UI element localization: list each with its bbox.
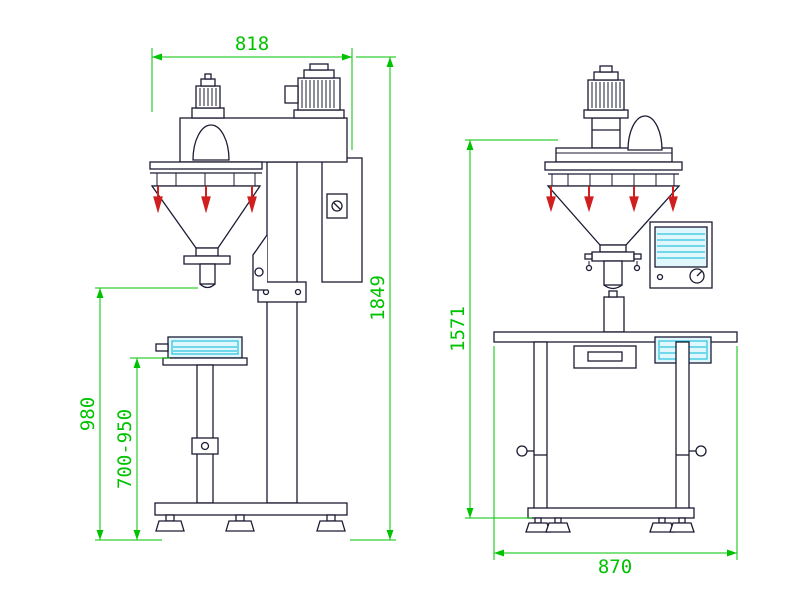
base-side [154,502,348,532]
dim-label-1571: 1571 [447,306,469,352]
dim-label-818: 818 [235,33,269,55]
machine-front-view [493,65,738,533]
front-table-top [493,331,738,343]
front-table [493,331,738,369]
dim-outlet-height-980: 980 [77,287,198,541]
leg-left [533,341,548,511]
dim-overall-height-1849: 1849 [350,56,396,541]
hopper-flange-ring [149,161,263,187]
front-center-column [603,296,625,333]
discharge-outlet [183,247,231,289]
dim-table-height-700-950: 700-950 [114,357,170,540]
hopper-dome-lid [192,124,230,161]
front-discharge-outlet [584,244,642,298]
dim-label-870: 870 [598,556,632,578]
leg-knob-left [516,445,528,457]
front-dome-lid [627,115,663,151]
leg-knob-right [695,445,707,457]
front-legs [516,341,707,511]
drive-motor [284,63,345,119]
hopper-clamps-front [546,186,678,213]
hopper-clamps-side [153,186,257,214]
dim-label-700-950: 700-950 [114,409,136,489]
front-flange-ring [544,161,683,187]
electrical-box [321,157,363,283]
agitator-motor [191,73,225,119]
leg-right [675,341,690,511]
dim-front-height-1571: 1571 [447,139,558,519]
table-top [162,357,248,366]
control-panel-screen [654,226,708,268]
table-stem [196,364,214,504]
front-drive-motor [583,65,629,149]
table-assembly [155,336,248,504]
dim-front-width-870: 870 [493,346,738,578]
dim-top-width-818: 818 [151,33,353,150]
dim-label-980: 980 [77,397,99,431]
base-front [525,507,695,533]
dimension-annotations: 818 1849 980 700-950 [77,33,738,578]
support-column [252,161,307,504]
machine-side-view [149,63,363,532]
tray-handle [155,343,169,352]
control-panel [649,221,713,289]
front-head-plate [555,147,673,163]
dim-label-1849: 1849 [367,275,389,321]
